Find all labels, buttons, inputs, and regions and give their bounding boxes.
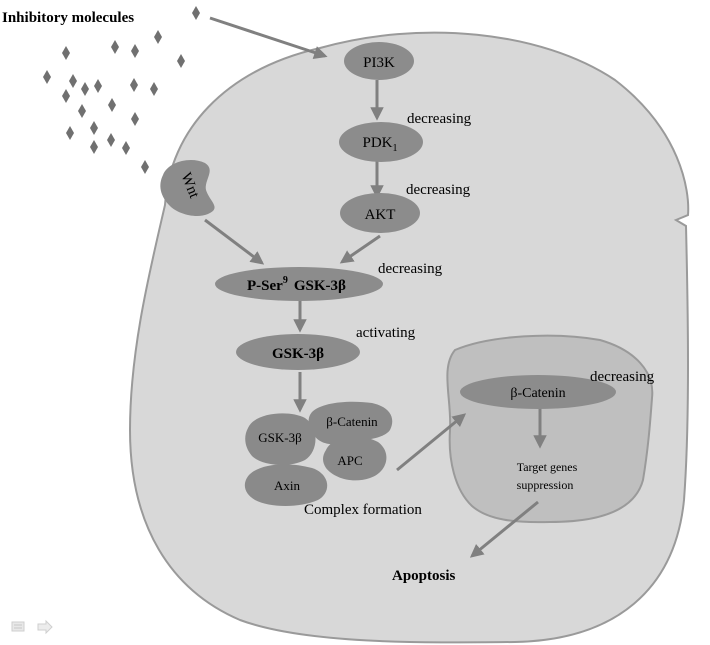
target-suppression-label: suppression [517,478,574,492]
nucleus-bcat-label: β-Catenin [510,386,565,401]
molecule-diamond-icon [122,141,130,155]
apoptosis-label: Apoptosis [392,568,456,584]
arrow-wnt-to-pser [204,218,265,265]
complex-axin-shape [244,464,328,506]
decreasing-akt-label: decreasing [406,182,471,198]
molecule-diamond-icon [150,82,158,96]
decreasing-bcat-label: decreasing [590,369,655,385]
complex-axin-label: Axin [274,478,301,493]
arrow-akt-to-pser [339,234,381,264]
decreasing-pdk-label: decreasing [407,111,472,127]
arrow-target-to-apoptosis [469,500,539,558]
complex-apc-label: APC [337,453,362,468]
nucleus [446,334,654,524]
akt-node [340,193,420,233]
arrow-complex-to-nucleus [396,413,467,472]
molecule-diamond-icon [66,126,74,140]
molecule-diamond-icon [177,54,185,68]
molecule-diamond-icon [90,140,98,154]
pi3k-node [344,42,414,80]
akt-label: AKT [365,207,396,223]
molecule-diamond-icon [130,78,138,92]
pdk-node [339,122,423,162]
pdk-label: PDK1 [362,135,397,154]
complex-formation-label: Complex formation [304,502,422,518]
molecule-diamond-icon [62,89,70,103]
activating-gsk-label: activating [356,325,416,341]
complex-gsk-shape [245,413,316,465]
molecule-diamond-icon [192,6,200,20]
arrows [204,16,547,558]
molecule-diamond-icon [43,70,51,84]
molecule-diamond-icon [69,74,77,88]
pser-gsk-node [215,267,383,301]
complex-bcat-label: β-Catenin [326,414,378,429]
complex-bcat-shape [308,401,393,445]
molecule-diamond-icon [131,112,139,126]
wnt-node [160,160,215,217]
molecule-diamond-icon [107,133,115,147]
molecule-diamond-icon [78,104,86,118]
inhibitory-molecules-label: Inhibitory molecules [2,10,134,26]
molecule-diamond-icon [62,46,70,60]
slide-icon[interactable] [11,621,25,632]
nucleus-bcat-node [460,375,616,409]
molecule-diamond-icon [90,121,98,135]
molecule-diamond-icon [81,82,89,96]
gsk3b-label: GSK-3β [272,346,324,362]
arrow-molecules-to-pi3k [209,16,328,60]
molecule-diamond-icon [154,30,162,44]
target-genes-label: Target genes [517,460,578,474]
footer-icons [11,619,53,635]
arrow-right-icon[interactable] [37,619,53,635]
pi3k-label: PI3K [363,55,395,71]
inhibitory-molecules [43,6,200,174]
molecule-diamond-icon [141,160,149,174]
gsk-node [236,334,360,370]
molecule-diamond-icon [111,40,119,54]
decreasing-pser-label: decreasing [378,261,443,277]
molecule-diamond-icon [131,44,139,58]
complex-gsk-label: GSK-3β [258,430,302,445]
complex-apc-shape [323,436,387,481]
molecule-diamond-icon [94,79,102,93]
molecule-diamond-icon [108,98,116,112]
